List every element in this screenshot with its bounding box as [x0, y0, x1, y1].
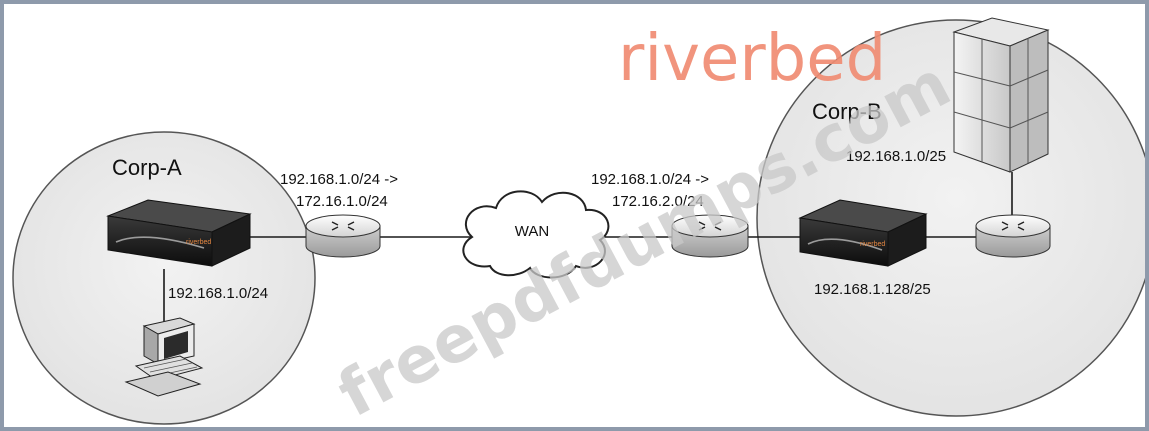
corp-b-label: Corp-B [812, 99, 882, 124]
wan-cloud-icon [462, 190, 610, 279]
steelhead-a-badge: riverbed [186, 239, 211, 246]
server-rack-icon [952, 17, 1050, 173]
route-a-line2: 172.16.1.0/24 [296, 193, 388, 210]
network-links [163, 172, 1013, 326]
corp-a-subnet-label: 192.168.1.0/24 [168, 285, 268, 302]
corp-a-label: Corp-A [112, 155, 182, 180]
router-a-icon [305, 214, 381, 258]
router-b-lan-icon [975, 214, 1051, 258]
corp-b-steelhead-subnet-label: 192.168.1.128/25 [814, 281, 931, 298]
steelhead-appliance-a-icon: riverbed [106, 199, 252, 267]
steelhead-b-badge: riverbed [860, 241, 885, 248]
route-a-line1: 192.168.1.0/24 -> [280, 171, 398, 188]
wan-label: WAN [515, 223, 549, 240]
router-b-wan-icon [671, 214, 749, 258]
brand-watermark: riverbed [618, 22, 886, 96]
route-b-line2: 172.16.2.0/24 [612, 193, 704, 210]
route-b-line1: 192.168.1.0/24 -> [591, 171, 709, 188]
steelhead-appliance-b-icon: riverbed [798, 199, 928, 267]
workstation-icon [124, 317, 204, 397]
diagram-canvas: WAN riverbed [12, 17, 1145, 427]
corp-b-server-subnet-label: 192.168.1.0/25 [846, 148, 946, 165]
